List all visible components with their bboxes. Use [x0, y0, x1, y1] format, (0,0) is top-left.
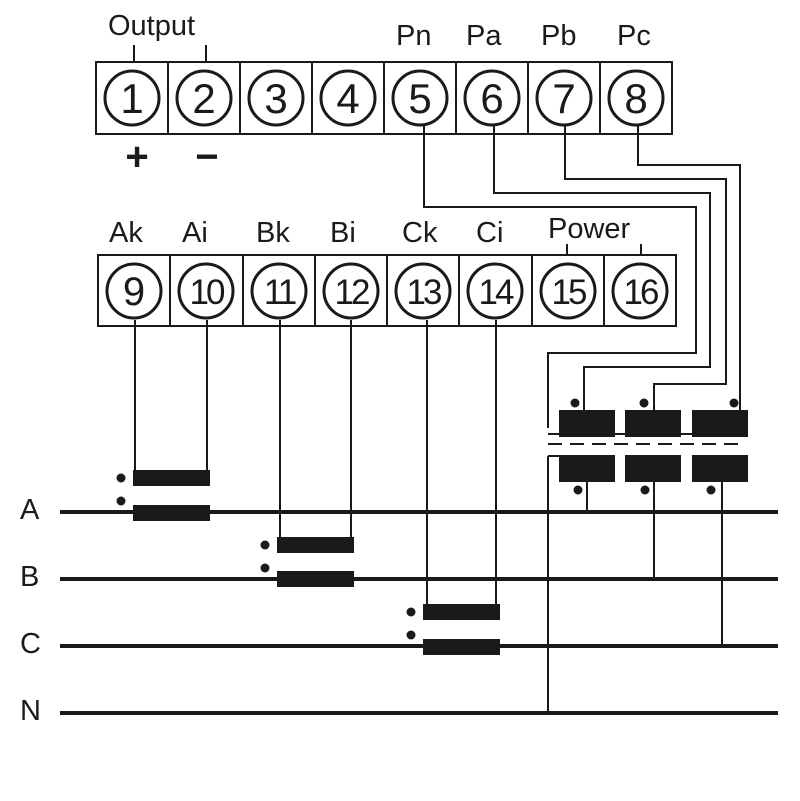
- terminal-12: 12: [314, 254, 388, 327]
- pt-a-primary: [559, 410, 615, 437]
- wire-pn: [423, 125, 697, 428]
- terminal-number: 5: [408, 75, 431, 122]
- bus-label-a: A: [20, 494, 40, 526]
- label-bi: Bi: [330, 217, 356, 249]
- label-pa: Pa: [466, 20, 502, 52]
- label-bk: Bk: [256, 217, 290, 249]
- pt-c-secondary: [692, 455, 748, 482]
- ct-c-dot-lower: [406, 630, 416, 640]
- label-pn: Pn: [396, 20, 431, 52]
- ct-b-upper: [277, 537, 354, 553]
- terminal-5: 5: [383, 61, 457, 135]
- terminal-number: 8: [624, 75, 647, 122]
- label-ai: Ai: [182, 217, 208, 249]
- terminal-16: 16: [603, 254, 677, 327]
- terminal-number: 11: [264, 273, 296, 312]
- pt-c-primary: [692, 410, 748, 437]
- pt-b-secondary: [625, 455, 681, 482]
- pt-b-primary: [625, 410, 681, 437]
- label-pb: Pb: [541, 20, 576, 52]
- pt-a-polarity-dot: [570, 398, 580, 408]
- label-pc: Pc: [617, 20, 651, 52]
- terminal-number: 1: [120, 75, 143, 122]
- terminal-7: 7: [527, 61, 601, 135]
- wire-pc: [637, 125, 741, 410]
- label-ci: Ci: [476, 217, 503, 249]
- pt-b-secondary-dot: [640, 485, 650, 495]
- terminal-number: 10: [190, 273, 225, 312]
- bus-label-n: N: [20, 695, 41, 727]
- terminal-3: 3: [239, 61, 313, 135]
- pt-a-secondary-dot: [573, 485, 583, 495]
- label-ak: Ak: [109, 217, 143, 249]
- voltage-transformer-group: [548, 398, 748, 495]
- terminal-number: 12: [335, 273, 369, 312]
- terminal-number: 9: [123, 270, 145, 314]
- pt-a-secondary: [559, 455, 615, 482]
- terminal-number: 3: [264, 75, 287, 122]
- wire-pa: [493, 125, 711, 410]
- terminal-10: 10: [169, 254, 244, 327]
- ct-a-dot-upper: [116, 473, 126, 483]
- pt-c-polarity-dot: [729, 398, 739, 408]
- ct-c-upper: [423, 604, 500, 620]
- ct-b-dot-lower: [260, 563, 270, 573]
- terminal-9: 9: [97, 254, 171, 327]
- label-output: Output: [108, 10, 195, 42]
- pt-c-secondary-dot: [706, 485, 716, 495]
- label-power: Power: [548, 213, 631, 245]
- label-ck: Ck: [402, 217, 438, 249]
- bus-label-c: C: [20, 628, 41, 660]
- ct-b-dot-upper: [260, 540, 270, 550]
- pt-b-polarity-dot: [639, 398, 649, 408]
- terminal-number: 13: [407, 273, 441, 312]
- terminal-2: 2: [167, 61, 241, 135]
- ct-c-dot-upper: [406, 607, 416, 617]
- terminal-6: 6: [455, 61, 529, 135]
- top-terminal-strip: 1 2 3 4 5 6 7: [95, 61, 673, 135]
- terminal-1: 1: [95, 61, 169, 135]
- terminal-13: 13: [386, 254, 460, 327]
- polarity-plus: +: [125, 135, 148, 179]
- bus-label-b: B: [20, 561, 39, 593]
- terminal-number: 6: [480, 75, 503, 122]
- ct-a-dot-lower: [116, 496, 126, 506]
- wire-pb: [564, 125, 727, 410]
- terminal-14: 14: [458, 254, 533, 327]
- terminal-4: 4: [311, 61, 385, 135]
- polarity-minus: −: [195, 135, 218, 179]
- terminal-8: 8: [599, 61, 673, 135]
- terminal-number: 2: [192, 75, 215, 122]
- terminal-number: 15: [552, 273, 586, 312]
- terminal-number: 7: [552, 75, 575, 122]
- terminal-11: 11: [242, 254, 316, 327]
- terminal-number: 16: [624, 273, 658, 312]
- ct-a-upper: [133, 470, 210, 486]
- terminal-number: 4: [336, 75, 359, 122]
- terminal-15: 15: [531, 254, 605, 327]
- bottom-terminal-strip: 9 10 11 12 13 14 15: [97, 254, 677, 327]
- terminal-number: 14: [479, 273, 514, 312]
